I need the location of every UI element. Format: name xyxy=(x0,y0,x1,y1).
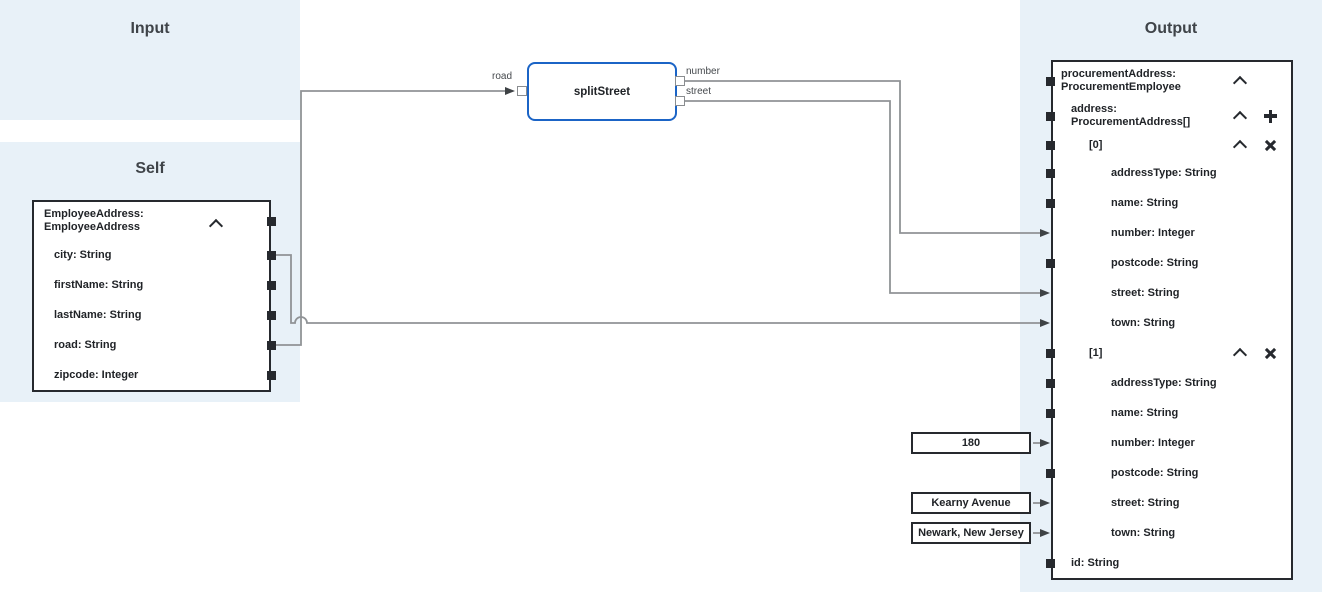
self-employeeaddress-box: EmployeeAddress: EmployeeAddress city: S… xyxy=(32,200,276,392)
row-index-1[interactable]: [1] xyxy=(1046,338,1291,368)
row-label: [0] xyxy=(1089,138,1103,151)
row-label: postcode: String xyxy=(1111,256,1199,269)
connector-square[interactable] xyxy=(1046,140,1055,150)
constant-180[interactable]: 180 xyxy=(911,432,1031,454)
row-label: addressType: String xyxy=(1111,376,1217,389)
connector-square[interactable] xyxy=(267,280,276,290)
row-street-0[interactable]: street: String xyxy=(1053,278,1291,308)
field-road[interactable]: road: String xyxy=(34,330,276,360)
connector-square[interactable] xyxy=(267,340,276,350)
row-label: name: String xyxy=(1111,196,1179,209)
port-label-number: number xyxy=(686,66,720,77)
row-postcode-0[interactable]: postcode: String xyxy=(1046,248,1291,278)
row-number-1[interactable]: number: Integer xyxy=(1053,428,1291,458)
wire-road-to-splitstreet[interactable] xyxy=(276,90,505,346)
port-label-road: road xyxy=(491,71,512,82)
field-label: zipcode: Integer xyxy=(54,368,139,381)
row-procurementaddress[interactable]: procurementAddress: ProcurementEmployee xyxy=(1046,62,1291,100)
row-label: postcode: String xyxy=(1111,466,1199,479)
output-port-number[interactable] xyxy=(675,76,685,86)
connector-square[interactable] xyxy=(1046,348,1055,358)
row-town-0[interactable]: town: String xyxy=(1053,308,1291,338)
chevron-up-icon[interactable] xyxy=(1232,75,1247,91)
connector-square[interactable] xyxy=(267,370,276,380)
field-label: road: String xyxy=(54,338,117,351)
row-label: procurementAddress: ProcurementEmployee xyxy=(1061,68,1181,93)
chevron-up-icon[interactable] xyxy=(208,218,224,234)
self-box-title: EmployeeAddress: EmployeeAddress xyxy=(44,208,144,233)
row-number-0[interactable]: number: Integer xyxy=(1053,218,1291,248)
input-port-road[interactable] xyxy=(517,86,527,96)
connector-square[interactable] xyxy=(1046,408,1055,418)
wire-street-to-street-0[interactable] xyxy=(684,100,1040,294)
row-label: name: String xyxy=(1111,406,1179,419)
input-panel: Input xyxy=(0,0,300,120)
row-name-0[interactable]: name: String xyxy=(1046,188,1291,218)
function-label: splitStreet xyxy=(573,85,631,98)
constant-value: 180 xyxy=(961,437,981,449)
row-label: id: String xyxy=(1071,556,1120,569)
chevron-up-icon[interactable] xyxy=(1232,110,1247,126)
row-label: addressType: String xyxy=(1111,166,1217,179)
row-addresstype-1[interactable]: addressType: String xyxy=(1046,368,1291,398)
connector-square[interactable] xyxy=(1046,111,1055,121)
row-index-0[interactable]: [0] xyxy=(1046,132,1291,158)
constant-kearny-avenue[interactable]: Kearny Avenue xyxy=(911,492,1031,514)
connector-square[interactable] xyxy=(1046,468,1055,478)
row-town-1[interactable]: town: String xyxy=(1053,518,1291,548)
connector-square[interactable] xyxy=(267,250,276,260)
row-label: street: String xyxy=(1111,286,1180,299)
constant-newark-new-jersey[interactable]: Newark, New Jersey xyxy=(911,522,1031,544)
chevron-up-icon[interactable] xyxy=(1232,139,1247,155)
field-label: firstName: String xyxy=(54,278,144,291)
output-port-street[interactable] xyxy=(675,96,685,106)
row-label: address: ProcurementAddress[] xyxy=(1071,103,1191,128)
row-addresstype-0[interactable]: addressType: String xyxy=(1046,158,1291,188)
connector-square[interactable] xyxy=(1046,168,1055,178)
chevron-up-icon[interactable] xyxy=(1232,347,1247,363)
wire-number-to-number-0[interactable] xyxy=(684,80,1040,234)
connector-square[interactable] xyxy=(267,216,276,226)
output-procurementemployee-box: procurementAddress: ProcurementEmployee … xyxy=(1046,60,1293,580)
row-label: [1] xyxy=(1089,346,1103,359)
connector-square[interactable] xyxy=(1046,76,1055,86)
constant-value: Newark, New Jersey xyxy=(918,527,1024,539)
row-name-1[interactable]: name: String xyxy=(1046,398,1291,428)
row-postcode-1[interactable]: postcode: String xyxy=(1046,458,1291,488)
splitstreet-function-box[interactable]: splitStreet xyxy=(517,62,685,121)
connector-square[interactable] xyxy=(1046,258,1055,268)
connector-square[interactable] xyxy=(1046,558,1055,568)
connector-square[interactable] xyxy=(1046,198,1055,208)
row-id[interactable]: id: String xyxy=(1046,548,1291,578)
port-label-street: street xyxy=(686,86,712,97)
field-lastname[interactable]: lastName: String xyxy=(34,300,276,330)
field-label: city: String xyxy=(54,248,112,261)
close-icon[interactable] xyxy=(1261,344,1279,362)
field-city[interactable]: city: String xyxy=(34,240,276,270)
row-label: street: String xyxy=(1111,496,1180,509)
field-firstname[interactable]: firstName: String xyxy=(34,270,276,300)
self-panel-title: Self xyxy=(135,160,165,177)
self-box-title-row[interactable]: EmployeeAddress: EmployeeAddress xyxy=(34,202,276,240)
connector-square[interactable] xyxy=(267,310,276,320)
wire-city-to-town-0[interactable] xyxy=(276,254,1040,324)
row-label: town: String xyxy=(1111,316,1176,329)
connector-square[interactable] xyxy=(1046,378,1055,388)
row-address[interactable]: address: ProcurementAddress[] xyxy=(1046,100,1291,132)
arrowhead-road-input xyxy=(505,87,515,95)
field-label: lastName: String xyxy=(54,308,142,321)
row-label: town: String xyxy=(1111,526,1176,539)
row-label: number: Integer xyxy=(1111,226,1195,239)
input-panel-title: Input xyxy=(130,20,170,37)
close-icon[interactable] xyxy=(1261,136,1279,154)
row-label: number: Integer xyxy=(1111,436,1195,449)
field-zipcode[interactable]: zipcode: Integer xyxy=(34,360,276,390)
constant-value: Kearny Avenue xyxy=(931,497,1011,509)
output-panel-title: Output xyxy=(1144,20,1198,37)
row-street-1[interactable]: street: String xyxy=(1053,488,1291,518)
plus-icon[interactable] xyxy=(1264,109,1277,123)
